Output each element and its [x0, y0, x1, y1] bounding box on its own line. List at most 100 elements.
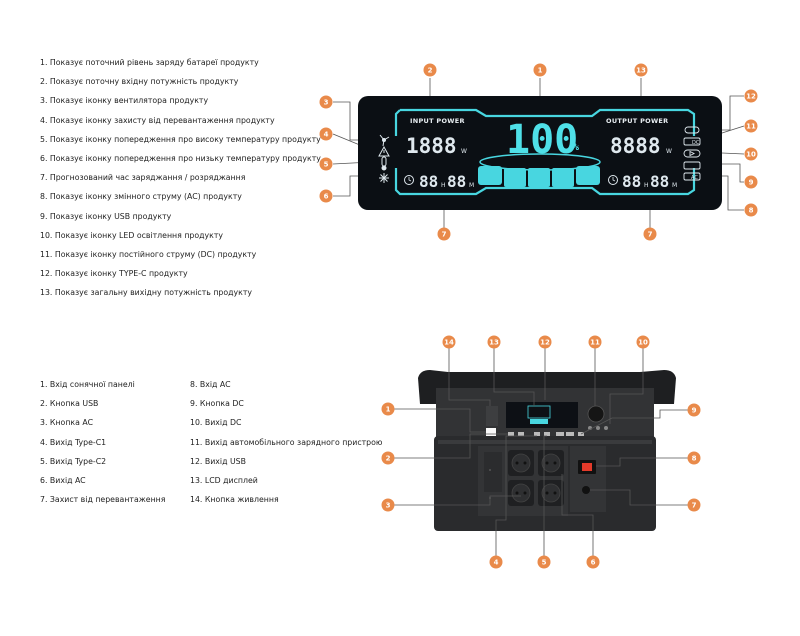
badge-8: 8	[687, 451, 701, 465]
time-right-group: 88 H 88 M	[608, 172, 677, 191]
svg-text:1: 1	[538, 67, 543, 75]
display-legend-item: 7. Прогнозований час заряджання / розряд…	[40, 173, 246, 183]
badge-11: 11	[588, 335, 602, 349]
output-watt-unit: W	[666, 148, 672, 155]
clock-icon	[404, 175, 414, 185]
device-legend-item: 11. Вихід автомобільного зарядного прист…	[190, 437, 383, 447]
time-left-minutes: 88	[447, 172, 466, 191]
lcd-left-icons	[378, 134, 390, 183]
badge-13: 13	[634, 63, 648, 77]
badge-5: 5	[537, 555, 551, 569]
display-legend-item: 3. Показує іконку вентилятора продукту	[40, 96, 209, 106]
ac-icon-label: AC	[691, 175, 698, 181]
display-legend-item: 10. Показує іконку LED освітлення продук…	[40, 230, 224, 240]
badge-13: 13	[487, 335, 501, 349]
svg-text:5: 5	[324, 161, 329, 169]
high-temperature-icon	[381, 156, 387, 171]
time-left-group: 88 H 88 M	[404, 172, 474, 191]
display-legend: 1. Показує поточний рівень заряду батаре…	[40, 58, 321, 307]
display-legend-item: 8. Показує іконку змінного струму (AC) п…	[40, 192, 242, 202]
usb-icon	[683, 161, 701, 170]
display-legend-item: 1. Показує поточний рівень заряду батаре…	[40, 58, 259, 67]
display-legend-item: 4. Показує іконку захисту від перевантаж…	[40, 115, 275, 125]
svg-text:4: 4	[494, 559, 499, 567]
display-legend-item: 12. Показує іконку TYPE-C продукту	[40, 269, 188, 279]
badge-6: 6	[319, 189, 333, 203]
lcd-screen	[358, 96, 722, 210]
lcd-frame-top	[394, 108, 696, 136]
device-legend-item: 8. Вхід AC	[190, 380, 231, 389]
battery-percent-value: 100	[506, 117, 578, 163]
usb-output-port	[566, 432, 574, 436]
dc-icon-label: DC	[692, 140, 700, 146]
car-charger-port	[587, 405, 605, 423]
svg-text:9: 9	[749, 179, 754, 187]
dc-icon: DC	[683, 137, 701, 146]
lcd-frame-bottom	[394, 168, 696, 196]
svg-text:7: 7	[442, 231, 447, 239]
usb-output-port	[556, 432, 564, 436]
display-legend-item: 9. Показує іконку USB продукту	[40, 211, 172, 221]
percent-sign: %	[573, 142, 579, 153]
time-right-minutes: 88	[650, 172, 669, 191]
device-legend-item: 12. Вихід USB	[190, 456, 246, 466]
svg-text:13: 13	[489, 339, 499, 347]
device-leaders	[394, 348, 688, 556]
svg-text:3: 3	[386, 502, 391, 510]
svg-text:1: 1	[386, 406, 391, 414]
device-legend-item: 7. Захист від перевантаження	[40, 495, 166, 505]
svg-text:7: 7	[648, 231, 653, 239]
svg-text:12: 12	[746, 93, 756, 101]
type-c-icon	[684, 126, 700, 134]
svg-text:6: 6	[324, 193, 329, 201]
svg-text:11: 11	[590, 339, 600, 347]
svg-text:10: 10	[746, 151, 756, 159]
lcd-badges: 1 2 13 3 4 5 6 7 7 12 11 10 9 8	[319, 63, 758, 241]
badge-14: 14	[442, 335, 456, 349]
display-legend-item: 5. Показує іконку попередження про висок…	[40, 134, 321, 144]
device-legend-item: 4. Вихід Type-C1	[40, 437, 107, 447]
time-left-hours: 88	[419, 172, 438, 191]
time-left-h-unit: H	[441, 182, 446, 189]
svg-text:7: 7	[692, 502, 697, 510]
display-legend-item: 13. Показує загальну вихідну потужність …	[40, 288, 253, 298]
device-legend-item: 1. Вхід сонячної панелі	[40, 380, 135, 389]
badge-4: 4	[489, 555, 503, 569]
badge-7: 7	[687, 498, 701, 512]
clock-icon	[608, 175, 618, 185]
badge-4: 4	[319, 127, 333, 141]
badge-10: 10	[636, 335, 650, 349]
svg-text:2: 2	[386, 455, 391, 463]
badge-5: 5	[319, 157, 333, 171]
badge-10: 10	[744, 147, 758, 161]
time-right-h-unit: H	[644, 182, 649, 189]
output-power-value: 8888	[610, 134, 661, 158]
device-legend-item: 2. Кнопка USB	[40, 399, 99, 409]
time-right-hours: 88	[622, 172, 641, 191]
badge-9: 9	[744, 175, 758, 189]
overload-protection-button	[582, 486, 590, 494]
lcd-diagram: INPUT POWER OUTPUT POWER 1888 W 8888 W 1…	[319, 63, 758, 241]
svg-text:9: 9	[692, 407, 697, 415]
dc-output-port	[604, 426, 608, 430]
input-power-value: 1888	[406, 134, 457, 158]
badge-7-right: 7	[643, 227, 657, 241]
badge-12: 12	[744, 89, 758, 103]
device-diagram: 14 13 12 11 10 1 2 3 4 5 6 9 8 7	[381, 335, 701, 569]
ac-button	[518, 432, 524, 436]
led-light-icon	[683, 149, 701, 158]
output-power-label: OUTPUT POWER	[606, 117, 668, 125]
svg-text:4: 4	[324, 131, 329, 139]
display-legend-item: 11. Показує іконку постійного струму (DC…	[40, 249, 257, 259]
badge-1: 1	[533, 63, 547, 77]
type-c1-port	[534, 432, 540, 436]
badge-7-left: 7	[437, 227, 451, 241]
usb-button	[508, 432, 514, 436]
badge-2: 2	[381, 451, 395, 465]
device-legend-item: 6. Вихід AC	[40, 475, 86, 485]
badge-2: 2	[423, 63, 437, 77]
svg-text:5: 5	[542, 559, 547, 567]
device-badges: 14 13 12 11 10 1 2 3 4 5 6 9 8 7	[381, 335, 701, 569]
